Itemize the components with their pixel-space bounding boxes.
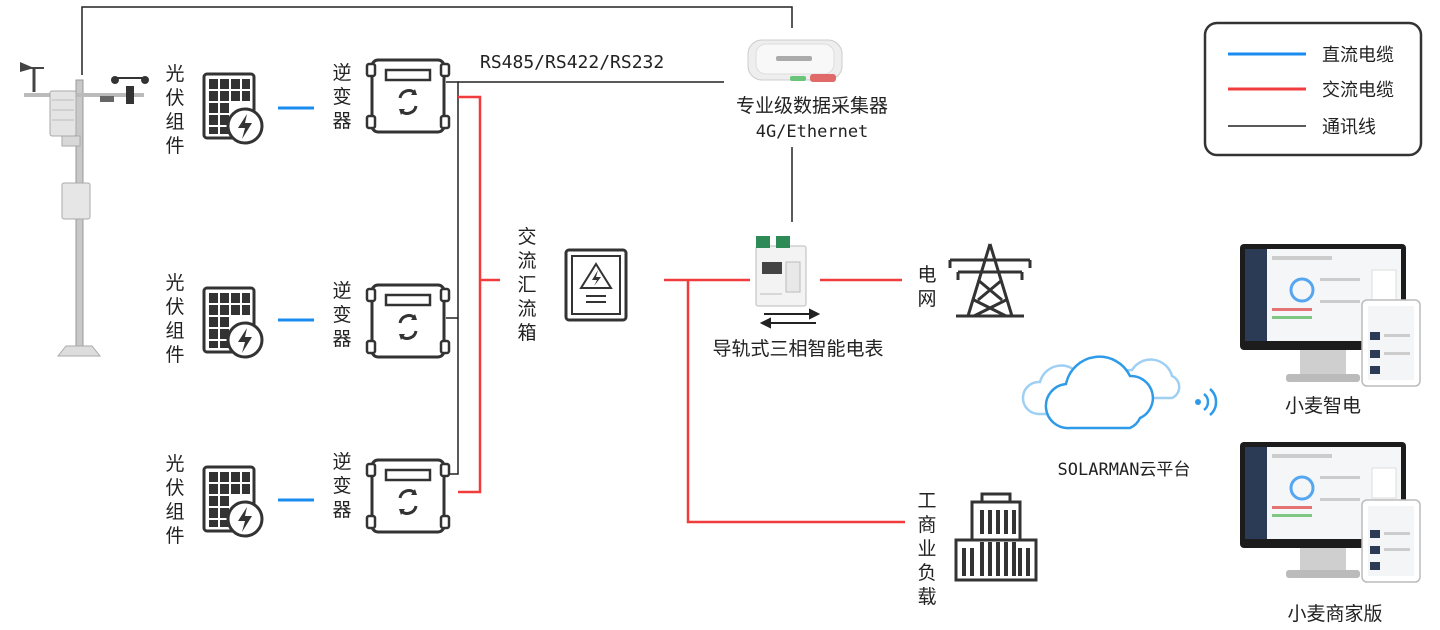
app-label-2: 小麦商家版 <box>1287 603 1382 625</box>
solar-panel-icon-3 <box>202 465 264 538</box>
comm-protocol-label: RS485/RS422/RS232 <box>480 52 664 73</box>
app-label-1: 小麦智电 <box>1285 395 1361 417</box>
smart-meter-icon <box>755 236 807 307</box>
inverter-icon-2 <box>365 283 451 359</box>
ac-lines <box>458 95 905 524</box>
comm-lines <box>81 6 793 475</box>
monitor-icon-1 <box>1240 244 1421 387</box>
solar-panel-icon-2 <box>202 286 264 359</box>
meter-label: 导轨式三相智能电表 <box>712 338 883 360</box>
inverter-label-2: 逆变器 <box>332 280 351 350</box>
monitor-icon-2 <box>1240 442 1421 583</box>
legend-ac-label: 交流电缆 <box>1322 80 1394 101</box>
pv-label-2: 光伏组件 <box>165 272 184 366</box>
weather-station-icon <box>20 62 149 357</box>
legend: 直流电缆 交流电缆 通讯线 <box>1203 21 1423 157</box>
pv-label-1: 光伏组件 <box>165 63 184 157</box>
inverter-icon-3 <box>365 458 451 534</box>
inverter-icon-1 <box>365 58 451 134</box>
dc-lines <box>278 106 314 502</box>
data-logger-icon <box>747 39 843 82</box>
load-label: 工商业负载 <box>917 490 936 608</box>
building-icon <box>954 492 1038 582</box>
solar-panel-icon-1 <box>202 72 264 145</box>
legend-dc-label: 直流电缆 <box>1322 45 1394 66</box>
inverter-label-3: 逆变器 <box>332 451 351 521</box>
transmission-tower-icon <box>948 243 1032 318</box>
cloud-icon <box>1021 355 1181 430</box>
inverter-label-1: 逆变器 <box>332 62 351 132</box>
grid-label: 电网 <box>917 264 936 310</box>
legend-comm-label: 通讯线 <box>1322 117 1376 138</box>
combiner-label: 交流汇流箱 <box>517 226 536 344</box>
combiner-box-icon <box>564 248 628 322</box>
pv-label-3: 光伏组件 <box>165 453 184 547</box>
bidirectional-arrows <box>759 308 821 329</box>
cloud-label: SOLARMAN云平台 <box>1058 460 1191 480</box>
wireless-signal-icon <box>1195 388 1218 416</box>
collector-sub-label: 4G/Ethernet <box>756 122 869 142</box>
collector-label: 专业级数据采集器 <box>736 95 888 117</box>
